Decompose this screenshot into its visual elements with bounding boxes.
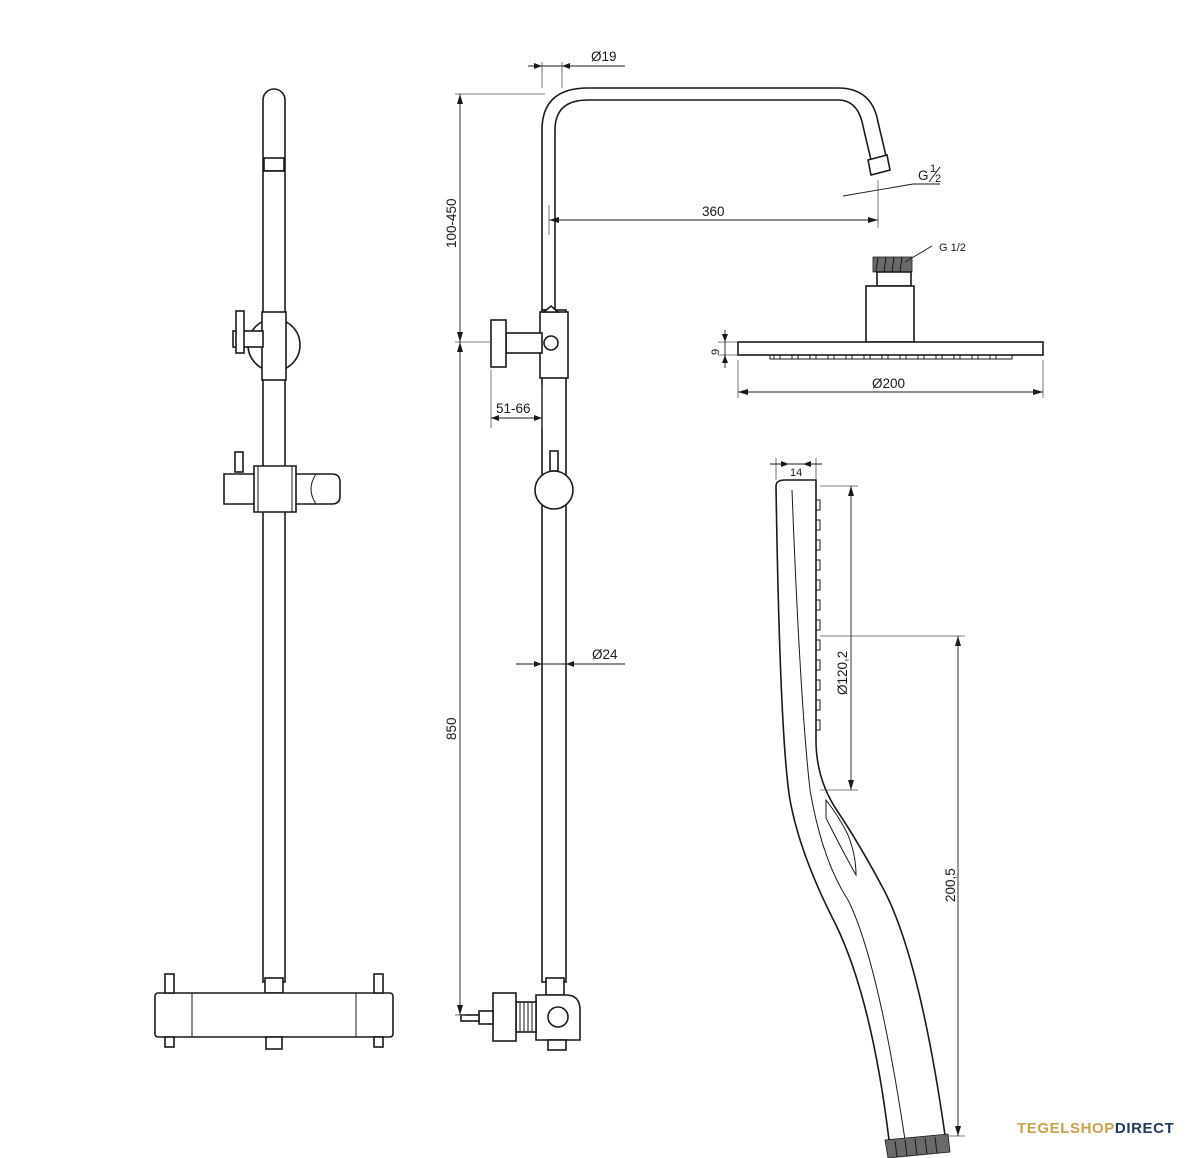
spray-nozzles	[773, 354, 997, 360]
brand-logo: TEGELSHOPDIRECT	[1017, 1120, 1174, 1137]
side-view	[460, 87, 891, 1051]
dim-arm-length: 360	[702, 204, 725, 219]
dim-head-thread: G 1/2	[939, 242, 966, 254]
brand-part2: DIRECT	[1114, 1120, 1175, 1137]
dim-rail-height: 850	[444, 717, 459, 740]
svg-text:2: 2	[935, 173, 941, 185]
dim-height-adjust: 100-450	[444, 198, 459, 248]
svg-text:1: 1	[930, 163, 936, 175]
shower-head	[737, 256, 1044, 360]
dimension-lines	[455, 62, 1044, 1137]
dim-head-thickness: 9	[710, 349, 722, 355]
svg-text:G: G	[918, 168, 929, 183]
dim-wall-offset: 51-66	[496, 401, 531, 416]
dim-hand-face: Ø120,2	[835, 651, 850, 695]
dim-hand-thickness: 14	[790, 467, 802, 479]
dimension-labels: Ø19 360 G 1 2 100-450 G 1/2 9 Ø200 51-66…	[444, 49, 966, 902]
dim-thread-top: G 1 2	[918, 163, 941, 185]
hand-nozzles	[815, 499, 821, 731]
dim-hand-length: 200,5	[943, 868, 958, 902]
dim-head-diameter: Ø200	[872, 376, 905, 391]
hand-shower	[775, 479, 951, 1158]
dim-rail-diameter: Ø24	[592, 647, 618, 662]
front-view	[154, 88, 394, 1050]
dim-pipe-diameter: Ø19	[591, 49, 617, 64]
brand-part1: TEGELSHOP	[1017, 1120, 1115, 1137]
